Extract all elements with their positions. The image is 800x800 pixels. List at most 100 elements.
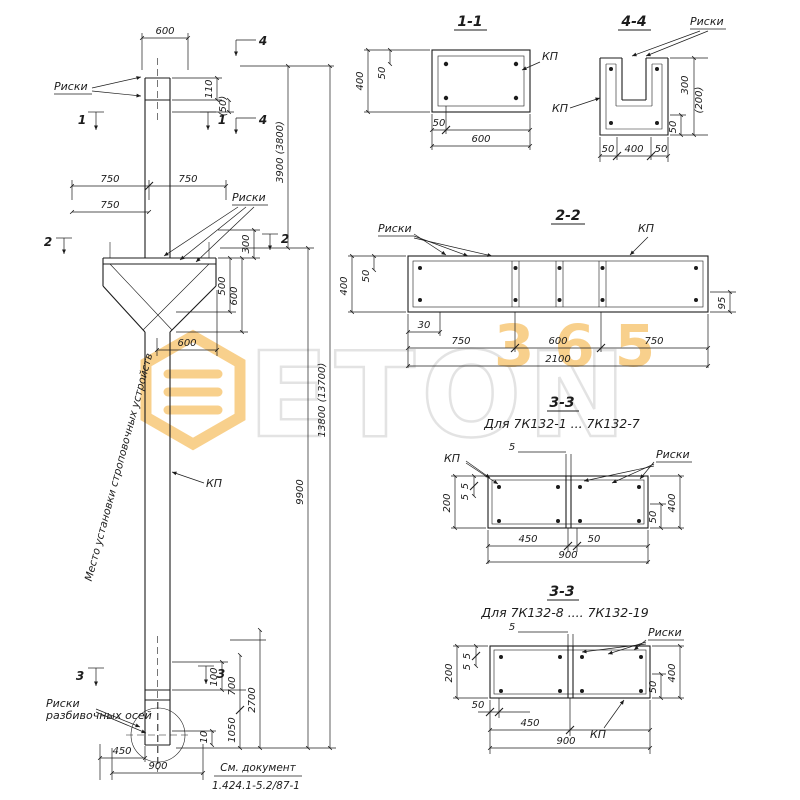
divider-plates — [565, 476, 572, 528]
section-subtitle: Для 7К132-1 ... 7К132-7 — [483, 416, 639, 431]
dim-label: 50 — [668, 121, 679, 134]
dim-label: 2100 — [545, 354, 570, 365]
section-3-3-a: 3-3 Для 7К132-1 ... 7К132-7 КП Риски 5 — [442, 395, 692, 565]
bottom-detail-axes — [126, 702, 192, 770]
section-subtitle: Для 7К132-8 .... 7К132-19 — [480, 605, 648, 620]
riski-label: Риски — [54, 80, 88, 93]
watermark: ETON 365 — [140, 312, 655, 465]
dim-label: 13800 (13700) — [317, 363, 328, 438]
riski-axes-line2: разбивочных осей — [45, 709, 152, 722]
dim-5-top: 5 — [509, 622, 574, 646]
riski-callout: Риски — [631, 15, 726, 57]
corbel-cross-brace — [109, 242, 210, 331]
section-4-4: 4-4 Риски КП 300 (200) 50 50 40 — [552, 14, 726, 162]
stirrups — [511, 261, 607, 307]
riski-top-callout: Риски — [54, 76, 142, 98]
inner-outline — [491, 479, 645, 525]
eton-logo-hexagon-icon — [140, 329, 246, 451]
section-title: 3-3 — [549, 584, 574, 600]
dim-label: 900 — [558, 550, 577, 561]
dims: 400 50 95 30 750 600 750 2100 — [339, 253, 736, 369]
section-outline — [487, 475, 649, 529]
dim-label: 50 — [648, 681, 659, 694]
mark-label: 4 — [258, 113, 267, 127]
dim-label: 5 — [460, 483, 471, 489]
dims: 200 5 5 50 400 50 450 900 — [444, 643, 684, 754]
dim-label: 200 — [444, 663, 455, 682]
dim-label: 300 — [680, 75, 691, 94]
dim-corbel-600: 600 — [154, 290, 220, 356]
dim-label: 500 — [217, 276, 228, 295]
mark-label: 2 — [281, 232, 289, 246]
dim-750-group: 750 750 750 — [69, 174, 229, 215]
dims: 400 50 50 600 — [355, 47, 533, 150]
section-outline — [431, 49, 531, 113]
inner-profile — [605, 63, 663, 130]
kp-callout: КП — [444, 452, 499, 485]
riski-label: Риски — [232, 191, 266, 204]
dim-label: 400 — [339, 276, 350, 295]
section-mark-2-left: 2 — [44, 235, 72, 254]
kp-callout: КП — [552, 97, 601, 115]
dim-label: 300 — [241, 234, 252, 253]
dim-label: 750 — [100, 200, 119, 211]
dim-label: 900 — [148, 761, 167, 772]
mark-label: 1 — [78, 113, 86, 127]
kp-label: КП — [552, 102, 568, 115]
document-note: См. документ 1.424.1-5.2/87-1 — [212, 762, 302, 792]
dim-label: 750 — [100, 174, 119, 185]
dim-label: 750 — [178, 174, 197, 185]
corbel-outline — [102, 257, 217, 333]
dim-label: 600 — [229, 286, 240, 305]
dim-label: 100 — [209, 667, 220, 686]
dim-label: 5 — [462, 653, 473, 659]
riski-callout: Риски — [583, 448, 692, 484]
dim-label: 95 — [717, 297, 728, 310]
dim-label: (200) — [694, 87, 705, 114]
kp-label: КП — [444, 452, 460, 465]
dim-label: 50 — [602, 144, 615, 155]
section-mark-3-left: 3 — [76, 667, 104, 686]
dim-label: 5 — [509, 622, 515, 633]
section-3-3-b: 3-3 Для 7К132-8 .... 7К132-19 Риски 5 КП — [444, 584, 684, 754]
dim-label: 600 — [177, 338, 196, 349]
dim-label: 50 — [648, 511, 659, 524]
dim-corbel-vertical: 300 600 500 — [176, 227, 260, 335]
section-mark-1-left: 1 — [78, 111, 104, 130]
mark-label: 4 — [258, 34, 267, 48]
kp-label: КП — [638, 222, 654, 235]
riski-callout: Риски — [581, 626, 684, 655]
riski-axes-callout: Риски разбивочных осей — [45, 697, 152, 734]
mark-label: 3 — [76, 669, 84, 683]
dim-label: 1050 — [227, 717, 238, 742]
dim-label: 50 — [377, 67, 388, 80]
riski-callout: Риски — [378, 222, 493, 257]
doc-note-line1: См. документ — [220, 762, 296, 774]
riski-label: Риски — [656, 448, 690, 461]
dim-label: 450 — [518, 534, 537, 545]
dims: 200 5 5 50 400 450 50 900 — [442, 473, 684, 565]
dim-label: (50) — [218, 96, 229, 117]
section-1-1: 1-1 КП 400 50 50 600 — [355, 14, 558, 150]
mark-label: 2 — [44, 235, 52, 249]
dims: 300 (200) 50 50 400 50 — [597, 55, 708, 162]
kp-callout: КП — [521, 50, 558, 71]
section-outline — [599, 57, 669, 136]
dim-label: 200 — [442, 493, 453, 512]
dim-label: 3900 (3800) — [275, 121, 286, 183]
dim-label: 900 — [556, 736, 575, 747]
dim-label: 450 — [520, 718, 539, 729]
dim-5-top: 5 — [509, 442, 572, 476]
section-2-2: 2-2 Риски КП 400 50 95 — [339, 208, 736, 369]
dim-110-50: 110 (50) — [172, 75, 234, 117]
riski-axes-line1: Риски — [46, 697, 80, 710]
section-title: 1-1 — [457, 14, 482, 30]
kp-callout: КП — [629, 222, 654, 256]
dim-label: 750 — [644, 336, 663, 347]
section-mark-2-right: 2 — [262, 232, 289, 250]
dim-label: 50 — [361, 270, 372, 283]
section-mark-4-bottom: 4 — [234, 113, 267, 134]
doc-note-line2: 1.424.1-5.2/87-1 — [212, 780, 300, 792]
dim-label: 30 — [418, 320, 431, 331]
